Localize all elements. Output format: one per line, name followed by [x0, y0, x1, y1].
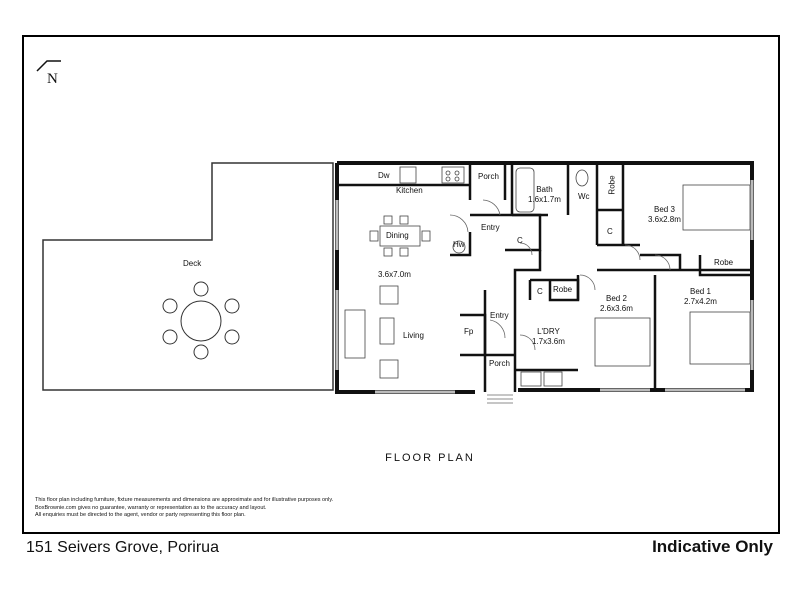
room-porch-bottom: Porch [489, 359, 510, 368]
room-kitchen: Kitchen [396, 186, 423, 195]
room-bed1-size: 2.7x4.2m [684, 297, 717, 306]
beds-icon [594, 184, 751, 367]
plan-title: FLOOR PLAN [385, 452, 475, 464]
label-c-hall: C [607, 227, 613, 236]
steps [487, 394, 513, 404]
room-wc: Wc [578, 192, 590, 201]
dining-table-icon [369, 215, 431, 257]
disclaimer-line: All enquiries must be directed to the ag… [35, 512, 246, 518]
plan-frame [22, 35, 780, 534]
room-living: Living [403, 331, 424, 340]
deck-outline [42, 162, 334, 391]
room-bed2-name: Bed 2 [606, 294, 627, 303]
room-entry-top: Entry [481, 223, 500, 232]
interior-walls [337, 163, 752, 392]
room-robe-bed3: Robe [607, 175, 617, 195]
north-arrow-icon: N [35, 57, 65, 92]
toilet-icon [575, 169, 589, 187]
disclaimer: This floor plan including furniture, fix… [35, 497, 333, 520]
room-bed3-size: 3.6x2.8m [648, 215, 681, 224]
room-entry-bottom: Entry [490, 311, 509, 320]
room-deck: Deck [183, 259, 202, 268]
room-laundry-size: 1.7x3.6m [532, 337, 565, 346]
bathtub-icon [515, 167, 535, 213]
disclaimer-line: BoxBrownie.com gives no guarantee, warra… [35, 504, 267, 511]
kitchen-fittings [399, 166, 465, 184]
windows [335, 180, 754, 394]
room-robe-bed2: Robe [553, 285, 573, 294]
room-bed1-name: Bed 1 [690, 287, 711, 296]
indicative-badge: Indicative Only [652, 537, 773, 556]
room-bed3-name: Bed 3 [654, 205, 675, 214]
door-swings [449, 199, 671, 351]
property-address: 151 Seivers Grove, Porirua [26, 539, 219, 556]
room-bed2-size: 2.6x3.6m [600, 304, 633, 313]
room-living-size: 3.6x7.0m [378, 270, 411, 279]
label-c-laundry: C [537, 287, 543, 296]
north-label: N [47, 71, 58, 87]
label-c-entry: C [517, 236, 523, 245]
label-hw: Hw [453, 240, 465, 249]
deck-table-icon [162, 281, 240, 360]
label-fireplace: Fp [464, 327, 474, 336]
room-bath-name: Bath [536, 185, 553, 194]
hw-cylinder-icon [452, 240, 466, 254]
disclaimer-line: This floor plan including furniture, fix… [35, 497, 334, 503]
room-dining: Dining [386, 231, 409, 240]
room-robe-bed1: Robe [714, 258, 734, 267]
room-laundry-name: L'DRY [537, 327, 560, 336]
room-bath-size: 1.6x1.7m [528, 195, 561, 204]
laundry-fittings [520, 371, 563, 387]
living-furniture-icon [344, 285, 399, 379]
room-porch-top: Porch [478, 172, 499, 181]
label-dishwasher: Dw [378, 171, 390, 180]
